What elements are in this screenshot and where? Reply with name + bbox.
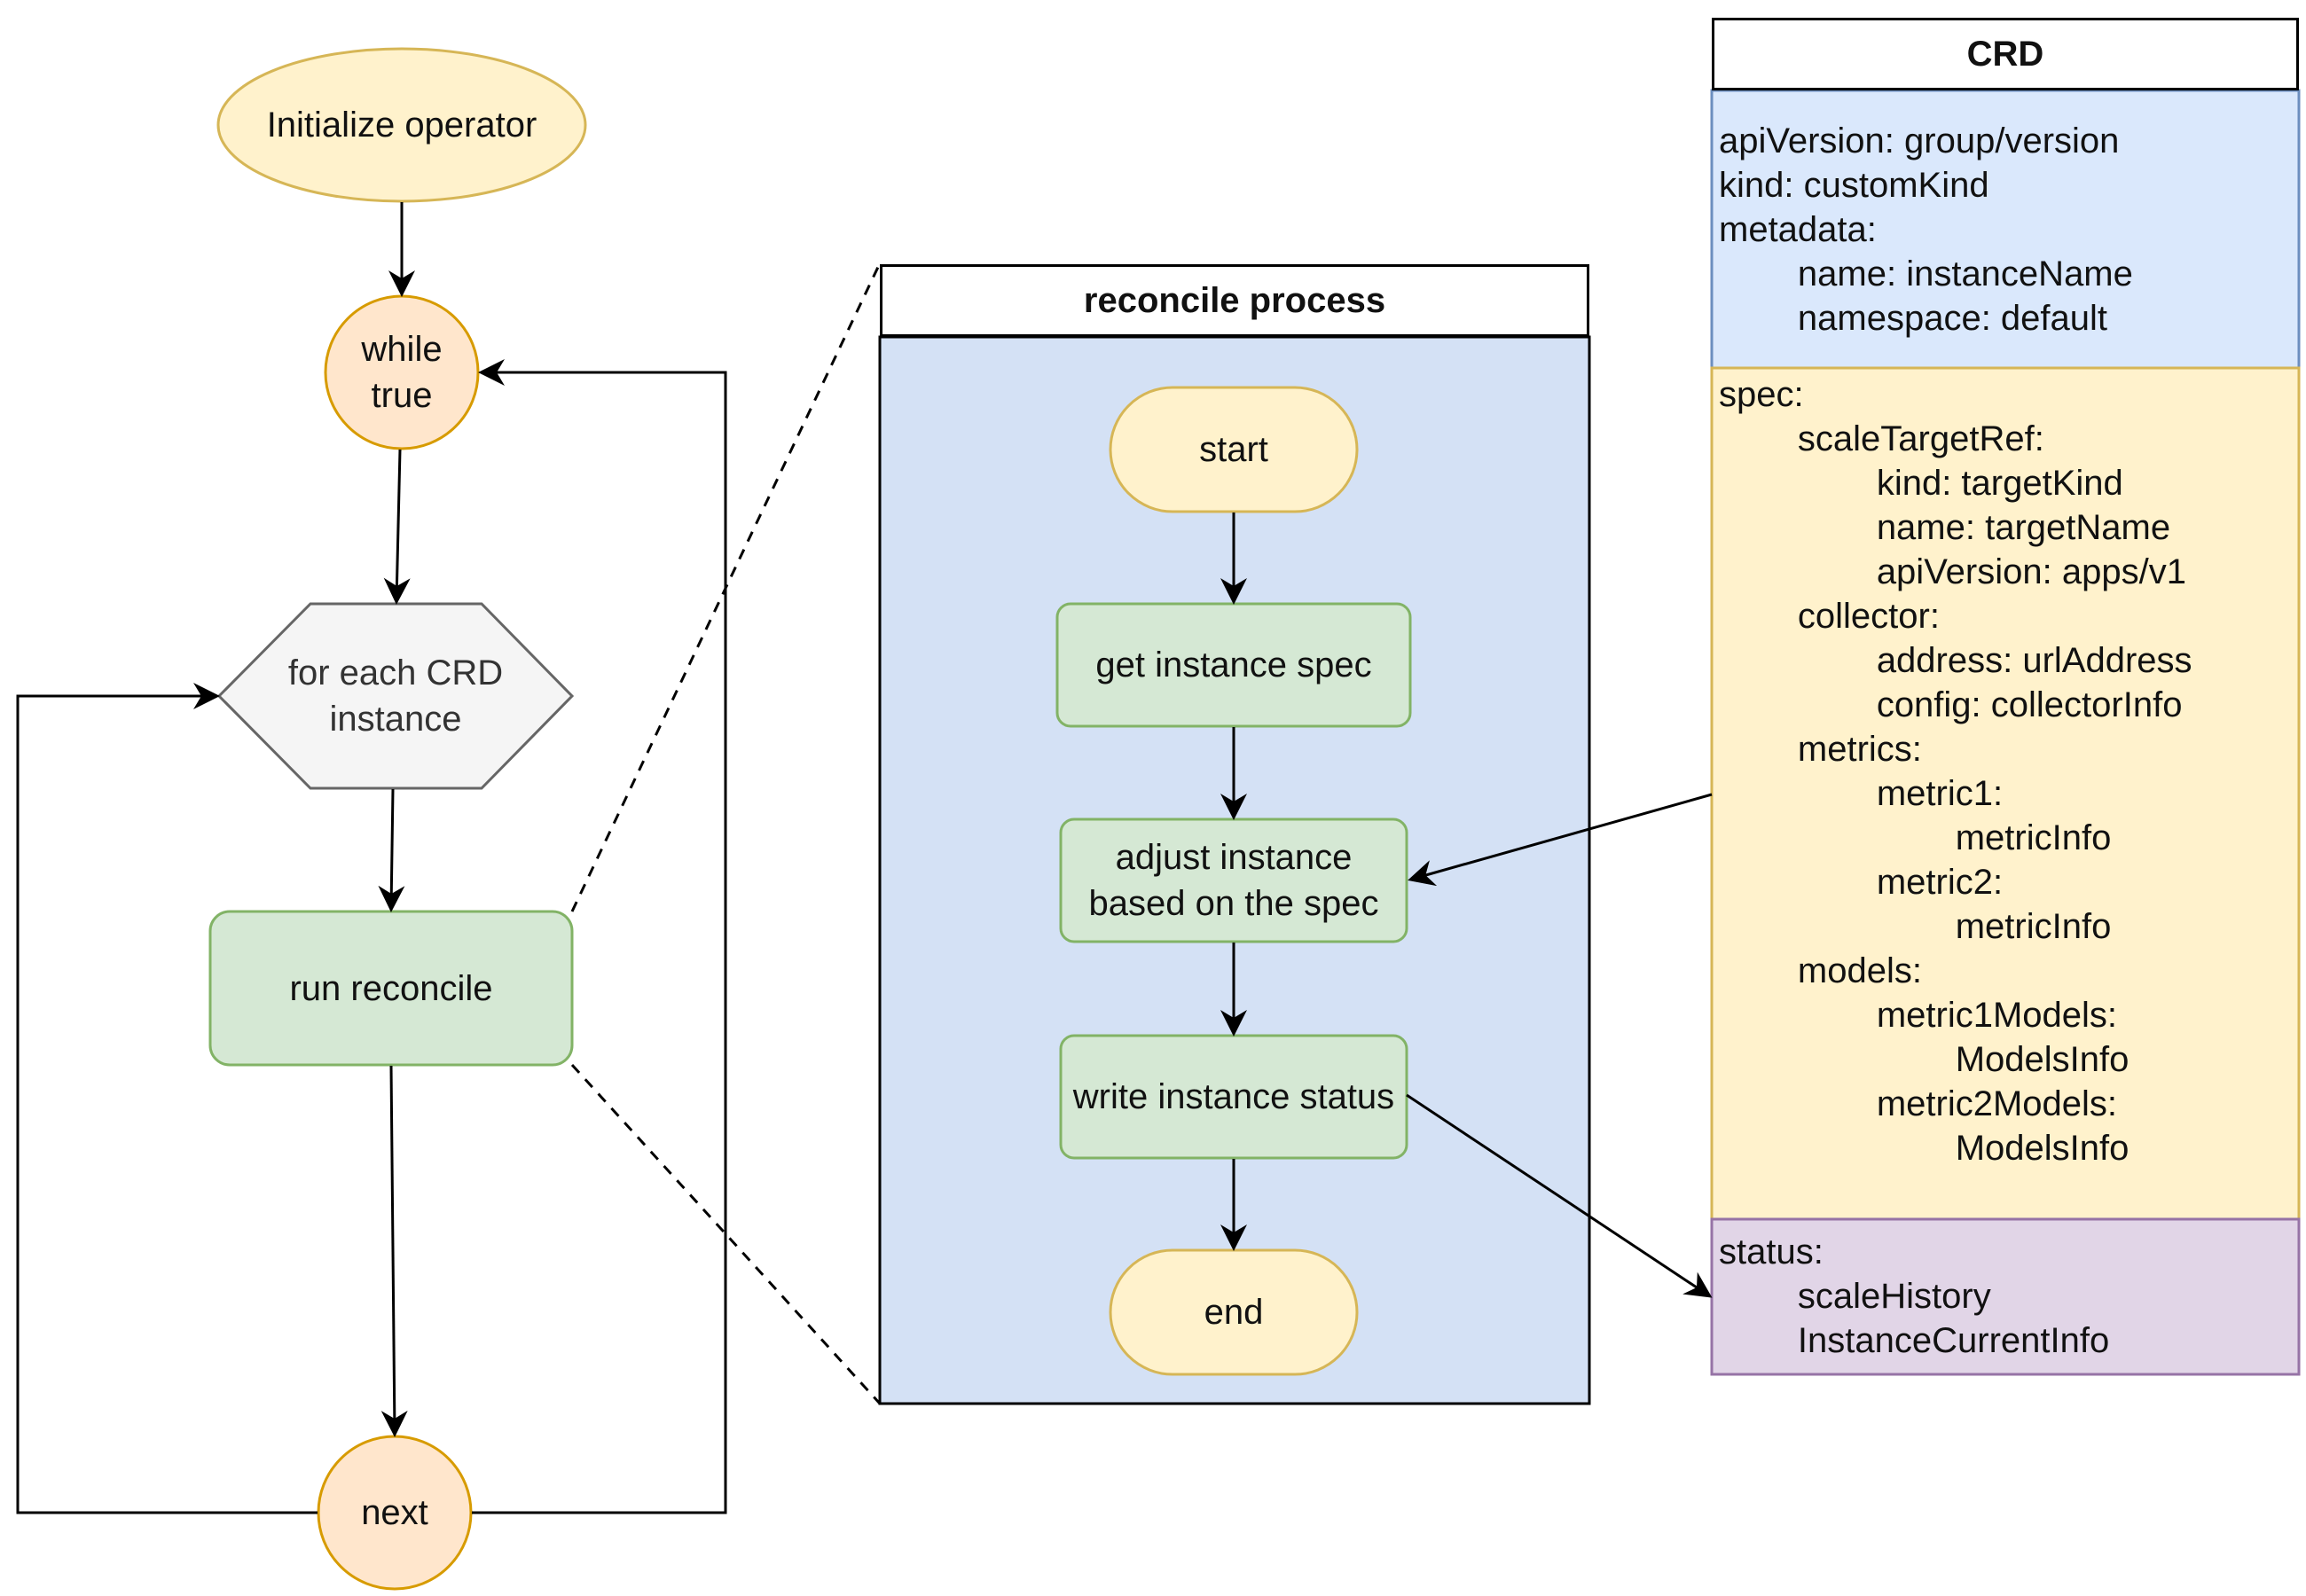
for-each-label-line1: for each CRD xyxy=(287,653,504,692)
end-label: end xyxy=(1204,1293,1264,1332)
crd-title-text: CRD xyxy=(1966,34,2044,74)
crd-status-section xyxy=(1710,1217,2301,1376)
arrow-foreach-to-run xyxy=(378,788,405,912)
crd-title: CRD xyxy=(1712,18,2299,90)
crd-status-text: status: scaleHistory InstanceCurrentInfo xyxy=(1712,1230,2299,1372)
crd-spec-line: metricInfo xyxy=(1719,818,2112,857)
crd-spec-line: metric2: xyxy=(1719,863,2004,902)
crd-spec-line: apiVersion: apps/v1 xyxy=(1719,552,2186,591)
crd-metadata-line: apiVersion: group/version xyxy=(1719,121,2120,160)
crd-spec-line: metrics: xyxy=(1719,730,1922,769)
crd-spec-line: metric2Models: xyxy=(1719,1084,2118,1123)
crd-status-line: status: xyxy=(1719,1232,1824,1271)
while-true-node: while true xyxy=(326,296,478,449)
start-label: start xyxy=(1199,430,1268,469)
arrow-while-to-foreach xyxy=(383,449,411,605)
get-instance-spec-node: get instance spec xyxy=(1057,604,1410,726)
crd-metadata-line: name: instanceName xyxy=(1719,254,2133,293)
for-each-shape xyxy=(216,602,575,790)
arrow-spec-to-adjust xyxy=(1408,793,1713,887)
crd-spec-line: models: xyxy=(1719,951,1922,990)
crd-metadata-text: apiVersion: group/version kind: customKi… xyxy=(1712,98,2299,364)
reconcile-title-text: reconcile process xyxy=(1083,280,1386,320)
crd-spec-line: metric1: xyxy=(1719,774,2004,813)
crd-spec-line: kind: targetKind xyxy=(1719,464,2123,503)
initialize-operator-node: Initialize operator xyxy=(218,49,585,201)
while-true-label-line1: while xyxy=(361,330,443,369)
crd-spec-line: metric1Models: xyxy=(1719,996,2118,1035)
crd-spec-line: config: collectorInfo xyxy=(1719,685,2183,724)
crd-status-line: InstanceCurrentInfo xyxy=(1719,1321,2110,1360)
crd-spec-text: spec: scaleTargetRef: kind: targetKind n… xyxy=(1712,372,2299,1215)
start-node: start xyxy=(1110,387,1357,512)
end-node: end xyxy=(1110,1250,1357,1374)
run-reconcile-label: run reconcile xyxy=(289,968,493,1008)
crd-metadata-section xyxy=(1710,89,2301,370)
crd-spec-line: address: urlAddress xyxy=(1719,641,2192,680)
crd-spec-line: ModelsInfo xyxy=(1719,1129,2130,1168)
crd-metadata-line: kind: customKind xyxy=(1719,166,1989,205)
arrow-run-to-next xyxy=(380,1065,408,1437)
crd-spec-line: scaleTargetRef: xyxy=(1719,419,2044,458)
while-true-label-line2: true xyxy=(371,376,433,415)
reconcile-panel-title: reconcile process xyxy=(880,264,1589,337)
zoom-line-top xyxy=(570,262,882,912)
get-spec-label: get instance spec xyxy=(1095,645,1372,685)
start-shape xyxy=(1109,386,1359,513)
next-node: next xyxy=(318,1436,471,1589)
crd-spec-line: metricInfo xyxy=(1719,907,2112,946)
crd-metadata-line: metadata: xyxy=(1719,210,1877,249)
crd-metadata-line: namespace: default xyxy=(1719,299,2108,338)
run-reconcile-node: run reconcile xyxy=(210,911,572,1065)
next-label: next xyxy=(361,1493,428,1532)
adjust-instance-node: adjust instance based on the spec xyxy=(1061,819,1407,942)
loop-next-to-foreach xyxy=(16,683,318,1514)
crd-spec-line: collector: xyxy=(1719,597,1940,636)
arrow-write-to-status xyxy=(1406,1093,1713,1298)
adjust-label-line1: adjust instance xyxy=(1115,838,1353,877)
initialize-operator-shape xyxy=(216,47,587,203)
for-each-crd-node: for each CRD instance xyxy=(219,604,572,788)
crd-spec-line: ModelsInfo xyxy=(1719,1040,2130,1079)
write-status-label: write instance status xyxy=(1072,1077,1395,1116)
write-instance-status-node: write instance status xyxy=(1061,1036,1407,1158)
crd-status-line: scaleHistory xyxy=(1719,1277,1991,1316)
crd-spec-line: name: targetName xyxy=(1719,508,2171,547)
crd-spec-line: spec: xyxy=(1719,375,1804,414)
adjust-label-line2: based on the spec xyxy=(1088,884,1379,923)
initialize-operator-label: Initialize operator xyxy=(266,106,537,145)
crd-spec-section xyxy=(1710,366,2301,1221)
loop-next-to-while xyxy=(472,359,727,1514)
for-each-label-line2: instance xyxy=(329,700,462,739)
